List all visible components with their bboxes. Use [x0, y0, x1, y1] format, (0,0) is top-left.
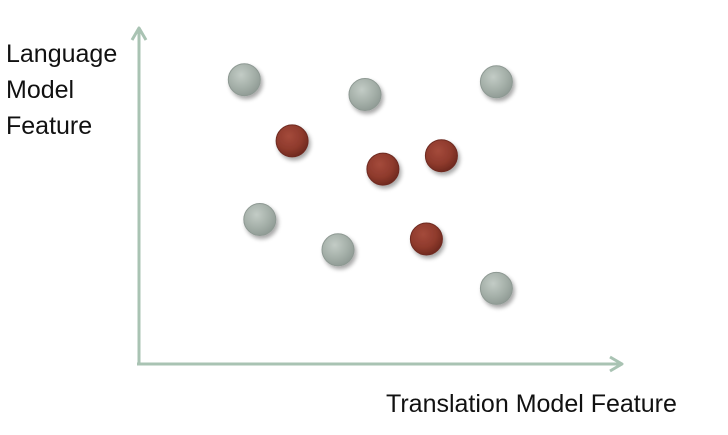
red-point-8: [409, 222, 443, 256]
x-axis-label: Translation Model Feature: [386, 390, 677, 418]
gray-point-9: [479, 271, 513, 305]
gray-point-2: [479, 65, 513, 99]
y-axis: [130, 26, 148, 364]
x-axis: [137, 355, 624, 373]
y-axis-label-line-1: Language: [6, 40, 118, 68]
red-point-3: [275, 124, 309, 158]
y-axis-label: Language Model Feature: [6, 36, 146, 144]
y-axis-label-line-3: Feature: [6, 112, 93, 140]
y-axis-label-line-2: Model: [6, 76, 75, 104]
x-axis-arrowhead: [609, 355, 624, 373]
gray-point-1: [348, 78, 382, 111]
red-point-5: [424, 139, 458, 173]
gray-point-7: [321, 233, 355, 267]
gray-point-6: [243, 203, 277, 236]
gray-point-0: [227, 63, 261, 97]
data-points: [227, 63, 513, 305]
red-point-4: [366, 152, 400, 186]
y-axis-arrowhead: [130, 26, 148, 41]
